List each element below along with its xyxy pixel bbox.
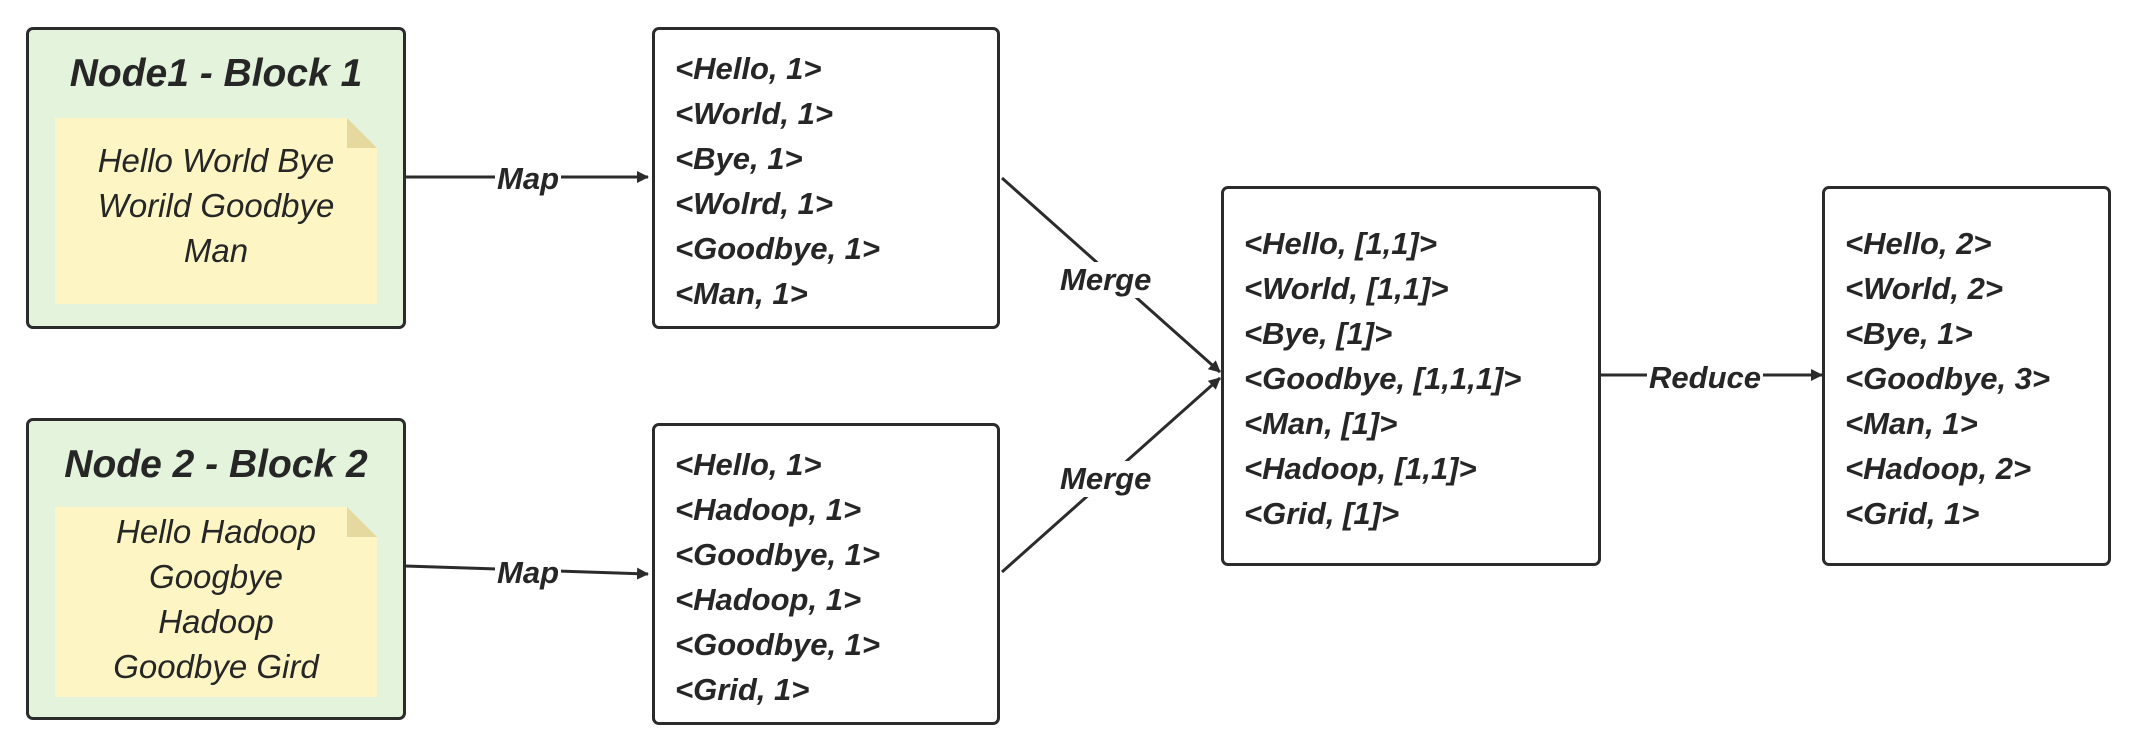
kv-pair: <Hello, 2>: [1845, 226, 1992, 261]
kv-pair: <Hadoop, 1>: [675, 582, 862, 617]
map-output-2: <Hello, 1> <Hadoop, 1> <Goodbye, 1> <Had…: [652, 423, 1000, 725]
map-output-2-pairs: <Hello, 1> <Hadoop, 1> <Goodbye, 1> <Had…: [675, 442, 880, 712]
kv-pair: <Hello, 1>: [675, 447, 822, 482]
map-output-1-pairs: <Hello, 1> <World, 1> <Bye, 1> <Wolrd, 1…: [675, 46, 880, 316]
kv-pair: <Goodbye, 1>: [675, 231, 881, 266]
kv-pair: <Goodbye, 1>: [675, 627, 881, 662]
merge-1-label: Merge: [1058, 262, 1154, 298]
kv-pair: <Wolrd, 1>: [675, 186, 833, 221]
kv-pair: <Hadoop, [1,1]>: [1244, 451, 1477, 486]
note-line: Googbye: [149, 558, 283, 595]
node-1-title: Node1 - Block 1: [69, 52, 363, 95]
note-fold-icon: [347, 507, 377, 537]
map-2-label: Map: [495, 555, 561, 591]
kv-pair: <Grid, 1>: [1845, 496, 1980, 531]
note-line: Hello World Bye: [97, 142, 335, 179]
kv-pair: <Man, 1>: [1845, 406, 1978, 441]
kv-pair: <Hello, [1,1]>: [1244, 226, 1437, 261]
note-line: Hello Hadoop: [116, 513, 316, 550]
reduce-label: Reduce: [1647, 360, 1763, 396]
kv-pair: <Grid, 1>: [675, 672, 810, 707]
kv-pair: <Goodbye, [1,1,1]>: [1244, 361, 1522, 396]
map-1-label: Map: [495, 161, 561, 197]
reduced-pairs: <Hello, 2> <World, 2> <Bye, 1> <Goodbye,…: [1845, 221, 2050, 536]
node-1-note-text: Hello World Bye Worild Goodbye Man: [55, 138, 377, 273]
kv-pair: <Bye, 1>: [1845, 316, 1973, 351]
map-output-1: <Hello, 1> <World, 1> <Bye, 1> <Wolrd, 1…: [652, 27, 1000, 329]
note-line: Hadoop: [158, 603, 274, 640]
note-line: Worild Goodbye: [97, 187, 335, 224]
kv-pair: <Hello, 1>: [675, 51, 822, 86]
node-2-title: Node 2 - Block 2: [64, 443, 368, 486]
kv-pair: <Grid, [1]>: [1244, 496, 1400, 531]
kv-pair: <Hadoop, 1>: [675, 492, 862, 527]
note-line: Goodbye Gird: [113, 648, 319, 685]
kv-pair: <Hadoop, 2>: [1845, 451, 2032, 486]
merged-pairs: <Hello, [1,1]> <World, [1,1]> <Bye, [1]>…: [1244, 221, 1521, 536]
kv-pair: <World, 2>: [1845, 271, 2003, 306]
kv-pair: <Bye, 1>: [675, 141, 803, 176]
merge-2-label: Merge: [1058, 461, 1154, 497]
kv-pair: <Goodbye, 3>: [1845, 361, 2051, 396]
node-1-block: Node1 - Block 1 Hello World Bye Worild G…: [26, 27, 406, 329]
node-2-block: Node 2 - Block 2 Hello Hadoop Googbye Ha…: [26, 418, 406, 720]
kv-pair: <Bye, [1]>: [1244, 316, 1393, 351]
node-2-note-text: Hello Hadoop Googbye Hadoop Goodbye Gird: [55, 509, 377, 689]
note-fold-icon: [347, 118, 377, 148]
kv-pair: <Man, [1]>: [1244, 406, 1398, 441]
kv-pair: <World, 1>: [675, 96, 833, 131]
kv-pair: <World, [1,1]>: [1244, 271, 1449, 306]
reduced-output: <Hello, 2> <World, 2> <Bye, 1> <Goodbye,…: [1822, 186, 2111, 566]
node-2-sticky-note: Hello Hadoop Googbye Hadoop Goodbye Gird: [55, 507, 377, 697]
node-1-sticky-note: Hello World Bye Worild Goodbye Man: [55, 118, 377, 304]
merged-output: <Hello, [1,1]> <World, [1,1]> <Bye, [1]>…: [1221, 186, 1601, 566]
kv-pair: <Man, 1>: [675, 276, 808, 311]
kv-pair: <Goodbye, 1>: [675, 537, 881, 572]
note-line: Man: [183, 232, 249, 269]
